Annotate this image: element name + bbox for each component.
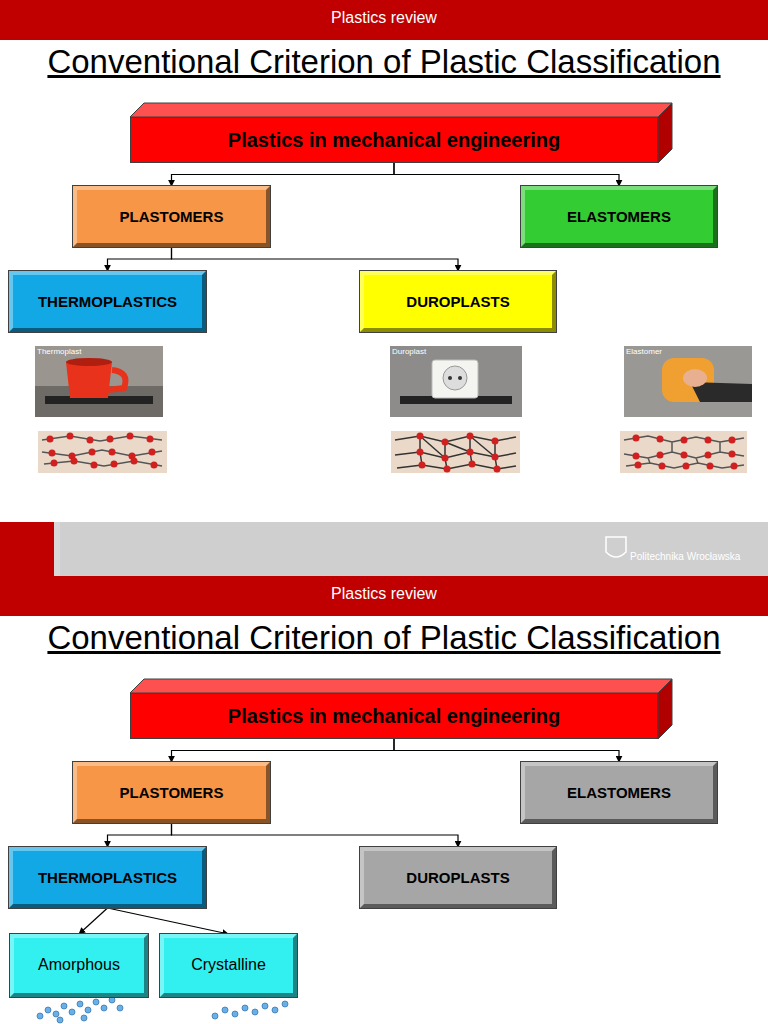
node-label: DUROPLASTS [406, 869, 509, 886]
node-label: Crystalline [191, 956, 266, 974]
node-label: THERMOPLASTICS [38, 869, 177, 886]
subcategory-box: THERMOPLASTICS [9, 847, 206, 908]
node-label: ELASTOMERS [567, 784, 671, 801]
node-label: Plastics in mechanical engineering [228, 705, 560, 728]
institution-logo-text: Politechnika Wrocławska [630, 551, 768, 562]
node-label: ELASTOMERS [567, 208, 671, 225]
node-label: PLASTOMERS [120, 208, 224, 225]
node-label: THERMOPLASTICS [38, 293, 177, 310]
slide-title: Conventional Criterion of Plastic Classi… [0, 43, 768, 81]
subcategory-box: DUROPLASTS [360, 847, 556, 908]
structure-box: Amorphous [10, 934, 148, 997]
subcategory-box: THERMOPLASTICS [9, 271, 206, 332]
root-box: Plastics in mechanical engineering [130, 693, 658, 739]
connector-arrow [172, 163, 395, 186]
connector-arrow [394, 163, 619, 186]
connector-arrow [172, 823, 459, 847]
connector-arrow [108, 823, 172, 847]
category-box: PLASTOMERS [73, 762, 270, 823]
node-label: PLASTOMERS [120, 784, 224, 801]
slide-title: Conventional Criterion of Plastic Classi… [0, 619, 768, 657]
connector-arrow [172, 739, 395, 762]
subcategory-box: DUROPLASTS [360, 271, 556, 332]
category-box: ELASTOMERS [521, 186, 717, 247]
connector-arrow [108, 247, 172, 271]
connector-arrow [108, 908, 229, 934]
structure-box: Crystalline [160, 934, 297, 997]
root-box: Plastics in mechanical engineering [130, 117, 658, 163]
node-label: Amorphous [38, 956, 120, 974]
photo-caption: Duroplast [392, 347, 482, 356]
connector-arrow [79, 908, 108, 934]
header-text: Plastics review [0, 585, 768, 603]
header-text: Plastics review [0, 9, 768, 27]
connector-arrow [394, 739, 619, 762]
photo-caption: Elastomer [626, 347, 716, 356]
category-box: ELASTOMERS [521, 762, 717, 823]
category-box: PLASTOMERS [73, 186, 270, 247]
connector-arrow [172, 247, 459, 271]
node-label: Plastics in mechanical engineering [228, 129, 560, 152]
photo-caption: Thermoplast [37, 347, 127, 356]
node-label: DUROPLASTS [406, 293, 509, 310]
